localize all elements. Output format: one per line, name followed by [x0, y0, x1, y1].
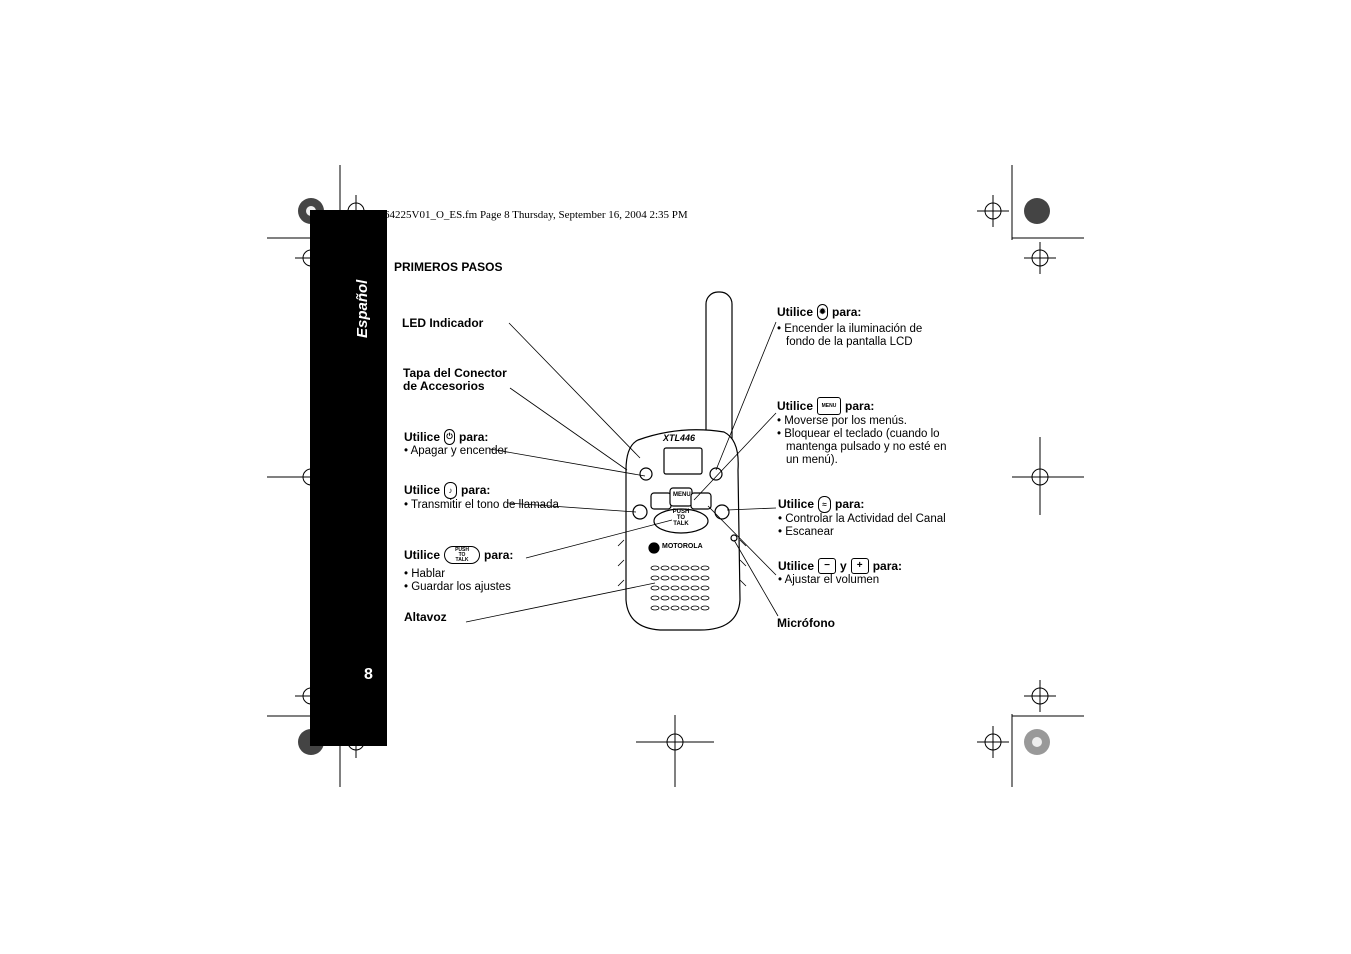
plus-button	[690, 492, 712, 510]
ptt-button	[653, 508, 709, 534]
file-header: 64225V01_O_ES.fm Page 8 Thursday, Septem…	[384, 209, 688, 221]
light-callout: Utilice ✹ para: • Encender la iluminació…	[777, 304, 923, 348]
menu-button-icon: MENU	[817, 397, 842, 415]
monitor-callout: Utilice ≈ para: • Controlar la Actividad…	[778, 496, 946, 538]
minus-button	[650, 492, 672, 510]
section-title: PRIMEROS PASOS	[394, 260, 503, 274]
power-button-icon: ⏻	[444, 429, 456, 445]
call-tone-callout: Utilice ♪ para: • Transmitir el tono de …	[404, 482, 559, 511]
power-button	[639, 467, 653, 481]
monitor-button-icon: ≈	[818, 496, 832, 513]
minus-icon: −	[818, 558, 837, 574]
volume-callout: Utilice − y + para: • Ajustar el volumen	[778, 558, 903, 586]
monitor-button	[714, 504, 730, 520]
language-sidebar	[310, 210, 387, 746]
power-callout: Utilice ⏻ para: • Apagar y encender	[404, 429, 508, 457]
motorola-logo-icon	[648, 542, 660, 554]
plus-icon: +	[850, 558, 869, 574]
menu-key-label: MENU	[673, 492, 691, 498]
model-label: XTL446	[663, 433, 696, 443]
light-button-icon: ✹	[817, 304, 829, 320]
microphone-label: Micrófono	[777, 616, 835, 630]
light-button	[709, 467, 723, 481]
antenna	[705, 291, 733, 453]
brand-label: MOTOROLA	[662, 543, 703, 550]
call-tone-icon: ♪	[444, 482, 458, 499]
lcd-display	[663, 447, 703, 475]
microphone-hole	[730, 534, 738, 542]
speaker-label: Altavoz	[404, 610, 447, 624]
menu-callout: Utilice MENU para: • Moverse por los men…	[777, 397, 947, 466]
led-indicator-label: LED Indicador	[402, 316, 484, 330]
page-number: 8	[364, 666, 373, 683]
